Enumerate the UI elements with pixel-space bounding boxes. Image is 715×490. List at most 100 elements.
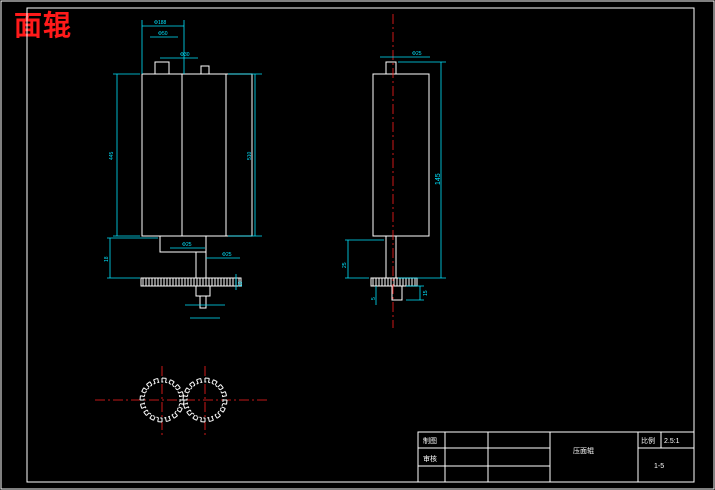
gear-tooth [192,417,197,421]
gear-tooth [170,379,175,383]
dim-front-shaft: Φ25 [182,242,192,248]
gear-tooth [200,378,202,383]
dim-front-neck: Φ30 [180,52,190,58]
gear-tooth [219,409,224,413]
gear-tooth [139,404,143,409]
gear-tooth [220,384,224,389]
gear-tooth [214,381,218,386]
gear-tooth [171,381,175,386]
gear-tooth [179,408,183,413]
title-block-scale-label: 比例 [641,436,655,445]
gear-tooth [143,411,147,416]
gear-tooth [209,419,214,423]
gear-tooth [140,395,145,397]
gear-pair-centerlines [95,366,268,438]
dim-front-step: 18 [104,256,110,262]
gear-tooth [217,412,221,416]
gear-tooth [153,379,156,384]
gear-tooth [183,395,188,397]
gear-tooth [184,387,188,392]
gear-tooth [189,384,193,388]
gear-tooth [149,414,153,419]
gear-tooth [143,409,148,413]
side-gear-teeth [372,278,416,286]
gear-tooth [184,391,189,394]
gear-tooth [182,404,186,409]
gear-tooth [176,387,181,391]
dim-front-height-left: 445 [109,151,115,160]
gear-tooth [221,391,226,394]
gear-tooth [174,384,178,388]
gear-tooth [173,415,178,419]
dim-side-bottom: 25 [342,262,348,268]
dim-side-base: 15 [423,290,429,296]
gear-tooth [146,412,150,416]
gear-tooth [146,384,150,388]
gear-tooth [157,417,159,422]
gear-tooth [141,387,145,392]
gear-tooth [222,395,227,397]
gear-tooth [143,387,148,391]
gear-tooth [140,403,145,405]
gear-tooth [168,379,171,384]
gear-tooth [165,378,167,383]
gear-tooth [217,384,221,388]
title-block-checked-label: 审核 [423,454,437,463]
gear-tooth [192,414,196,419]
gear-tooth [149,381,153,386]
gear-tooth [186,411,190,416]
gear-tooth [149,417,154,421]
gear-tooth [141,406,146,409]
front-view [140,61,253,309]
gear-right-teeth [182,377,228,423]
title-block-part-name: 压面辊 [573,446,594,455]
gear-tooth [211,379,214,384]
gear-tooth [177,384,181,389]
gear-tooth [208,378,210,383]
gear-tooth [196,377,201,381]
title-block-drawn-label: 制图 [423,436,437,445]
gear-right [182,377,228,423]
gear-tooth [146,381,151,385]
gear-tooth [166,419,171,423]
dim-front-width-top: Φ188 [154,20,167,26]
gear-tooth [157,378,159,383]
gear-tooth [176,409,181,413]
gear-tooth [183,403,188,405]
side-dimensions [345,56,446,305]
gear-tooth [168,416,171,421]
side-dimension-text: Φ25 145 25 15 5 [342,51,442,300]
front-dimension-text: Φ188 Φ50 Φ30 445 510 Φ25 Φ25 18 10 [104,20,253,287]
dim-side-height: 145 [435,173,442,185]
gear-tooth [211,416,214,421]
gear-tooth [222,403,227,405]
gear-tooth [186,409,191,413]
front-gear-teeth [142,278,240,286]
side-view [370,61,430,301]
gear-left-teeth [139,377,185,423]
dim-side-small: 5 [371,297,377,300]
title-block-scale-value: 2.5:1 [664,438,680,445]
gear-tooth [216,415,221,419]
gear-tooth [224,391,228,396]
dim-front-gear-h: 10 [238,281,244,287]
gear-tooth [214,414,218,419]
title-block-text: 制图 审核 压面辊 比例 2.5:1 1-5 [423,436,680,470]
dim-front-width-mid: Φ50 [158,31,168,37]
gear-tooth [184,406,189,409]
dim-front-shaft2: Φ25 [222,252,232,258]
dim-front-height-right: 510 [247,151,253,160]
gear-tooth [165,417,167,422]
gear-tooth [178,391,183,394]
gear-tooth [153,416,156,421]
gear-tooth [181,391,185,396]
inner-frame [26,7,695,483]
gear-tooth [174,412,178,416]
title-block-sheet: 1-5 [654,463,664,470]
gear-tooth [222,408,226,413]
title-block [417,431,695,483]
drawing-title: 面辊 [14,9,73,42]
gear-tooth [178,406,183,409]
gear-tooth [196,379,199,384]
